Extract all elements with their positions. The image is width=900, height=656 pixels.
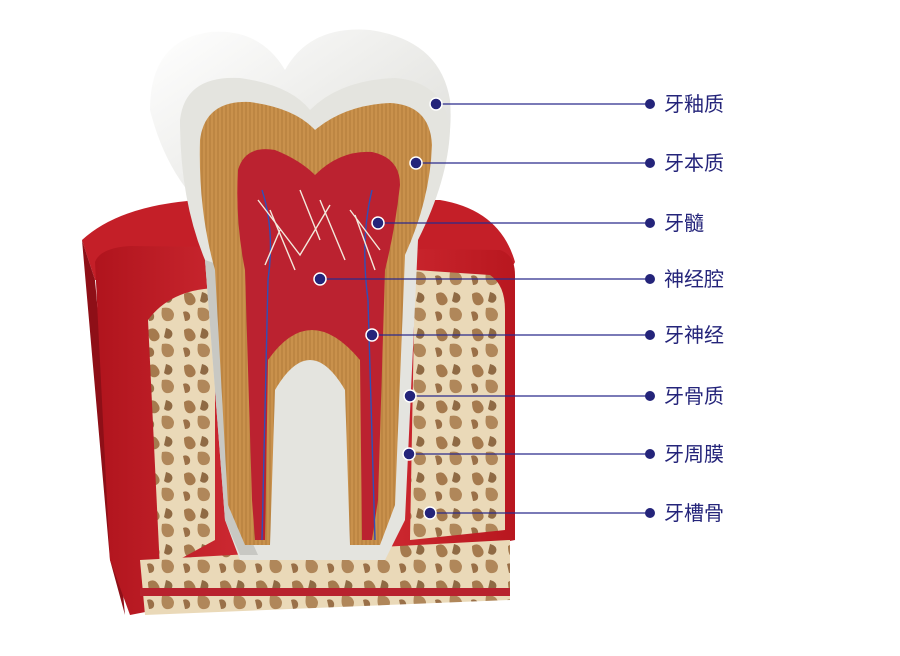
- label-cementum: 牙骨质: [664, 384, 724, 408]
- base-strip: [140, 588, 510, 596]
- label-enamel: 牙釉质: [664, 92, 724, 116]
- cementum-layer: [205, 260, 258, 555]
- label-periodontal-membrane: 牙周膜: [664, 442, 724, 466]
- alveolar-bone-right: [410, 270, 505, 540]
- label-alveolar-bone: 牙槽骨: [664, 501, 724, 525]
- alveolar-bone-left: [148, 288, 215, 570]
- nerve-vessels: [257, 189, 381, 541]
- label-dots-inner: [313, 97, 443, 520]
- pulp-cavity: [237, 149, 400, 540]
- alveolar-bone-bottom: [140, 540, 510, 615]
- label-dental-nerve: 牙神经: [664, 323, 724, 347]
- label-leader-lines: [320, 103, 650, 514]
- label-pulp: 牙髓: [664, 211, 704, 235]
- label-dots-outer: [645, 99, 655, 518]
- label-dentin: 牙本质: [664, 151, 724, 175]
- label-pulp-cavity: 神经腔: [664, 267, 724, 291]
